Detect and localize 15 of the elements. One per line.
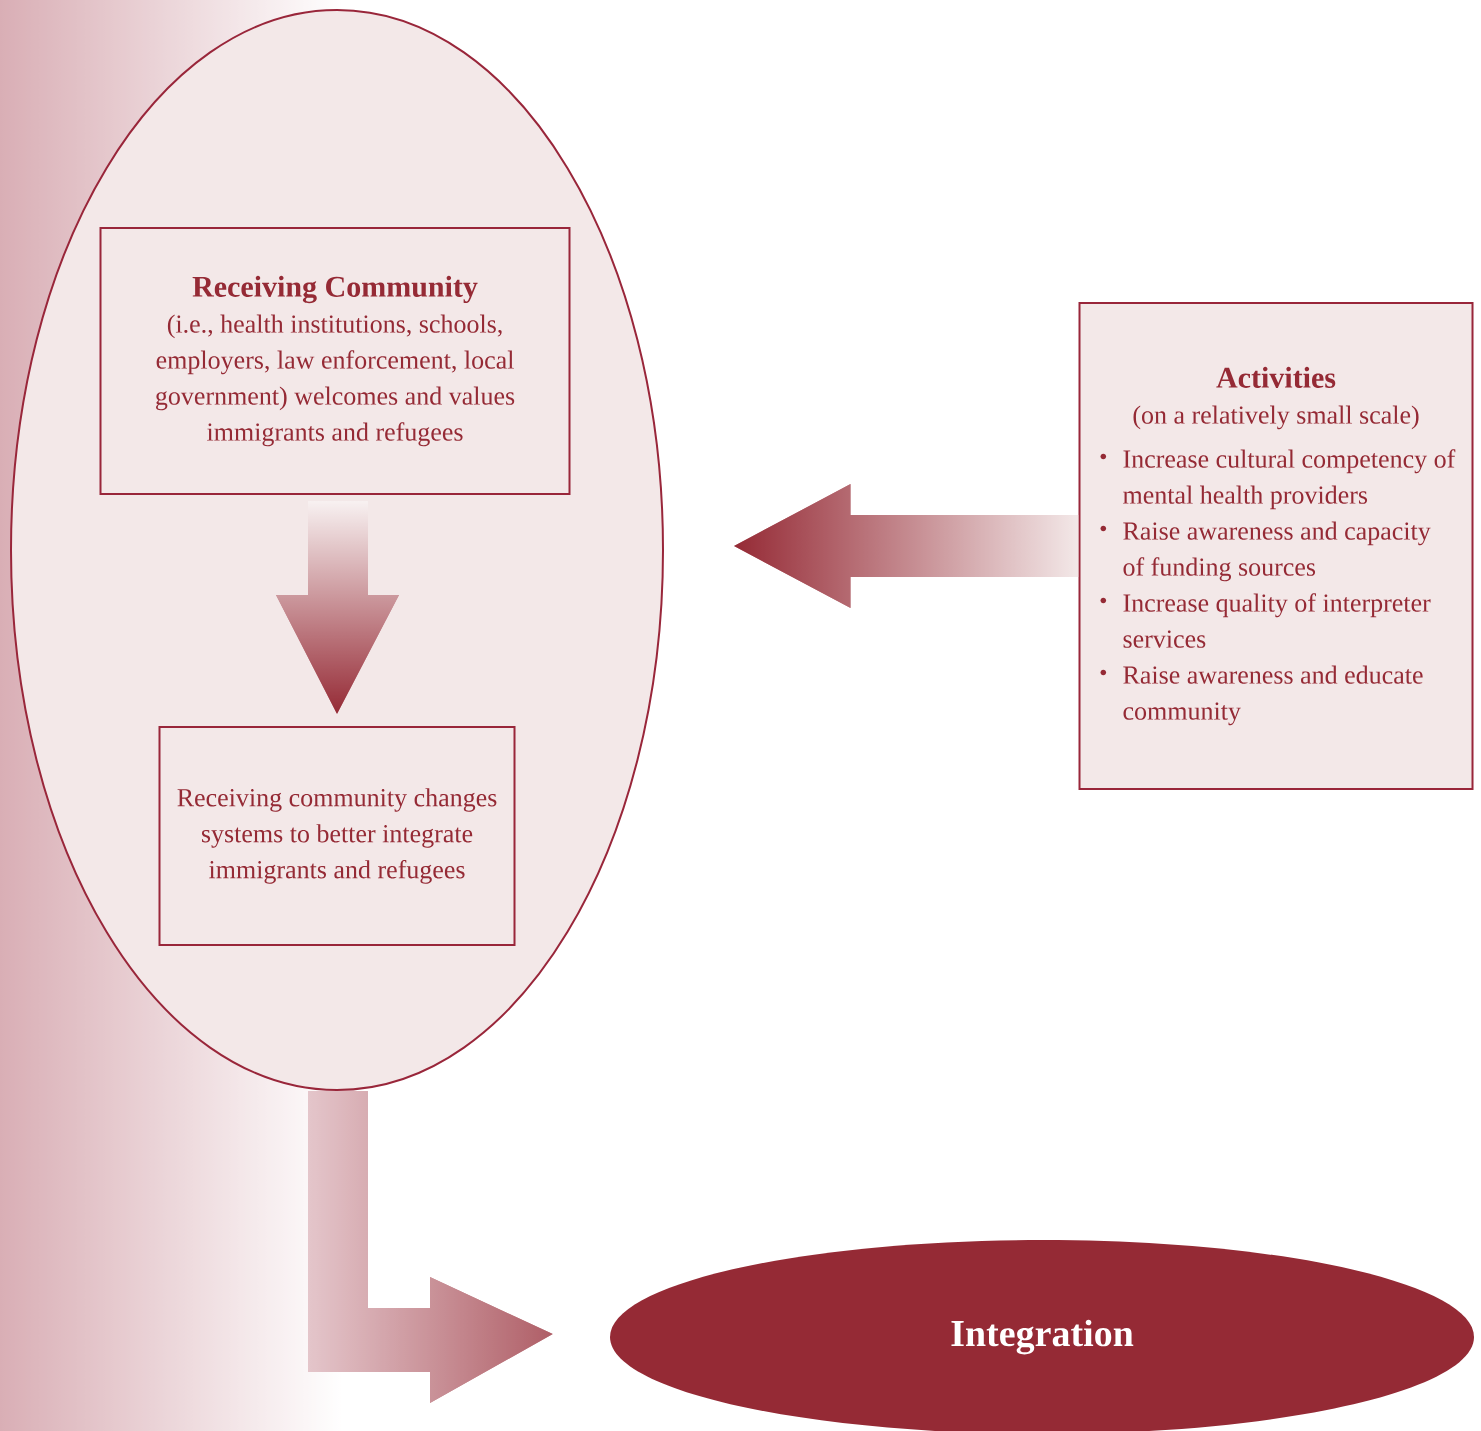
text-box <box>158 726 516 946</box>
arrow <box>308 1091 553 1403</box>
heading: Activities <box>1216 366 1336 388</box>
text-box <box>99 227 571 495</box>
bullet-item: Raise awareness and educate community <box>1100 665 1423 726</box>
description: (on a relatively small scale) <box>1133 405 1419 430</box>
bullet-item: Raise awareness and capacity of funding sources <box>1100 521 1431 582</box>
arrow <box>734 484 1079 608</box>
heading: Receiving Community <box>192 275 478 304</box>
heading: Integration <box>951 1319 1134 1355</box>
box-text: Receiving community changes systems to better integrate immigrants and refugees <box>177 788 497 884</box>
bullet-item: Increase cultural competency of mental health providers <box>1100 449 1456 510</box>
text-box <box>1078 302 1474 790</box>
description: (i.e., health institutions, schools, employers, law enforcement, local government) welcomes and values immigrants and refugees <box>156 314 515 447</box>
bullet-item: Increase quality of interpreter services <box>1100 593 1431 648</box>
